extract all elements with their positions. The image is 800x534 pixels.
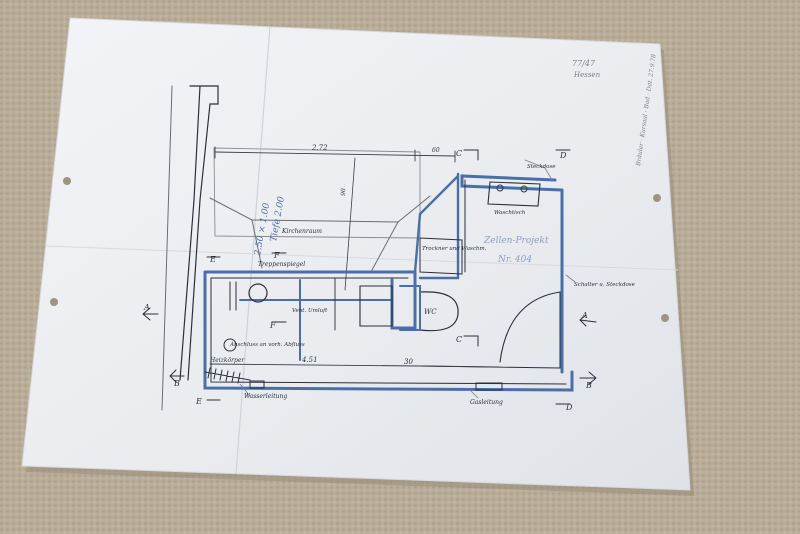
connection-label: Anschluss an vorh. Abfluss (229, 342, 305, 348)
room-number: Nr. 404 (497, 255, 532, 265)
punch-hole (653, 194, 661, 202)
section-marker-c: C (456, 149, 462, 158)
vent-label: Vent. Umluft (292, 308, 328, 314)
punch-hole (50, 298, 58, 306)
heater-label: Heizkörper (209, 357, 245, 364)
section-marker-d: D (559, 151, 567, 160)
section-marker-b: B (585, 381, 592, 390)
section-marker-a: A (143, 303, 150, 312)
switch-label: Schalter u. Steckdose (574, 282, 636, 288)
dimension-bottom-right: 30 (404, 358, 413, 366)
water-pipe-label: Wasserleitung (244, 393, 287, 400)
punch-hole (661, 314, 669, 322)
dryer-label: Trockner und Waschm. (422, 246, 487, 252)
section-marker-e: E (209, 255, 216, 264)
corridor-label: Treppenspiegel (258, 261, 305, 268)
outlet-label: Steckdose (527, 164, 556, 170)
archive-number: 77/47 (572, 59, 596, 68)
archive-place: Hessen (573, 71, 601, 79)
gas-pipe-label: Gasleitung (470, 399, 503, 406)
punch-hole (63, 177, 71, 185)
dimension-bottom-left: 4.51 (301, 356, 318, 364)
dimension-top-right: 60 (432, 147, 440, 154)
floor-plan (142, 85, 597, 411)
room-label: Zellen-Projekt (483, 236, 549, 246)
section-marker-f: F (273, 251, 280, 260)
wc-label: WC (424, 308, 437, 316)
section-marker-d: D (565, 403, 573, 412)
section-marker-b: B (173, 379, 180, 388)
ceiling-slope-label: Kirchenraum (281, 228, 322, 235)
blueprint-sheet (21, 17, 694, 496)
dimension-top-width: 2.72 (311, 144, 328, 152)
section-marker-e: E (195, 397, 202, 406)
washbasin-label: Waschtisch (494, 210, 526, 216)
section-marker-a: A (581, 311, 588, 320)
dimension-vertical: 90 (340, 188, 347, 196)
section-marker-c: C (456, 335, 462, 344)
section-marker-f: F (269, 321, 276, 330)
